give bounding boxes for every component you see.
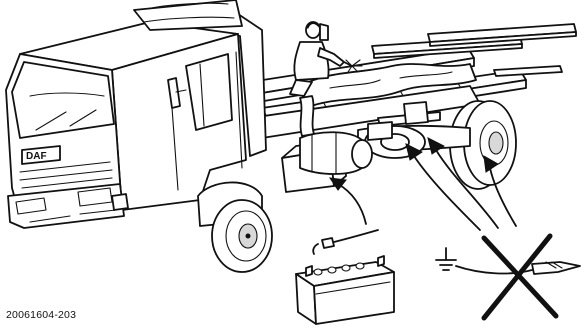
daf-logo: DAF: [26, 151, 47, 162]
ground-symbol-icon: [436, 248, 456, 270]
figure-code: 20061604-203: [6, 309, 76, 321]
fuel-tank-battery-box: [282, 132, 372, 192]
curved-arrow-icon: [330, 178, 366, 224]
cross-out-x-icon: [484, 236, 556, 318]
battery: [296, 230, 394, 324]
front-wheel: [198, 182, 272, 272]
